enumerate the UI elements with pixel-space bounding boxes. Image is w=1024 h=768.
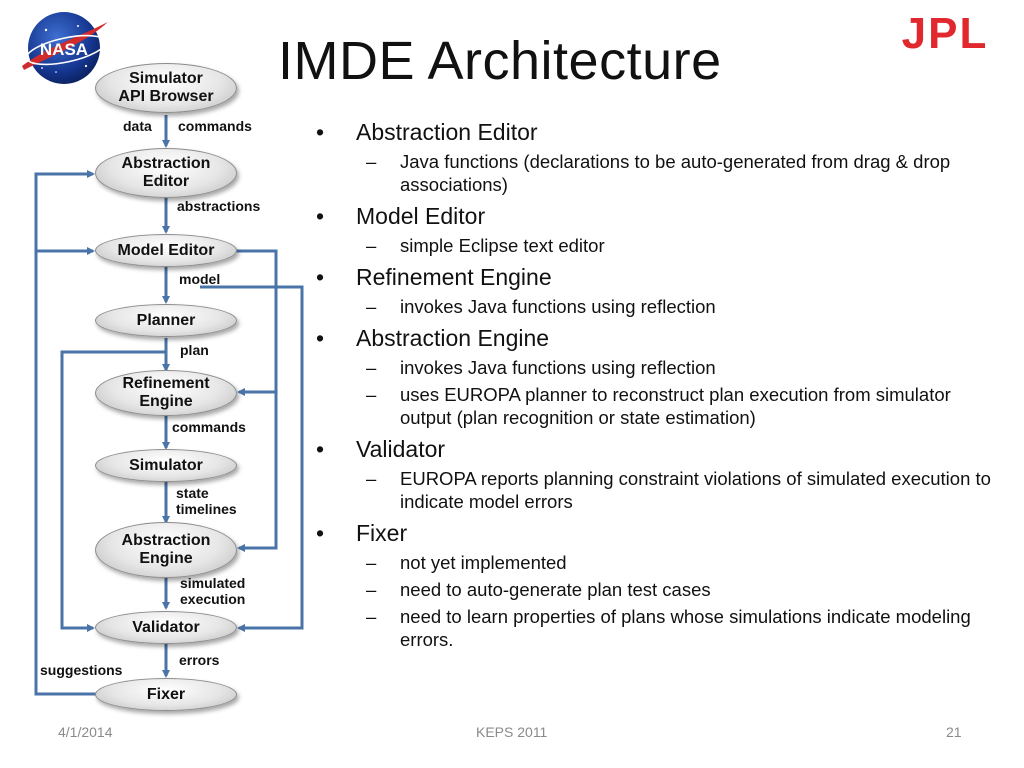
- jpl-logo: JPL: [902, 10, 989, 54]
- sub-bullet-text: not yet implemented: [400, 552, 567, 573]
- node-validator: Validator: [95, 611, 237, 644]
- bullet-model-editor: Model Editor: [312, 202, 1002, 230]
- node-label-line: Abstraction: [121, 532, 211, 549]
- node-label-line: Abstraction: [121, 155, 211, 172]
- dash-glyph: –: [366, 235, 377, 256]
- footer-date: 4/1/2014: [58, 724, 113, 740]
- sub-bullet: – need to learn properties of plans whose…: [312, 605, 1002, 651]
- node-label-line: Simulator: [129, 70, 203, 87]
- footer-center: KEPS 2011: [476, 724, 548, 740]
- sub-bullet: – EUROPA reports planning constraint viol…: [312, 467, 1002, 513]
- node-label-line: Model Editor: [117, 241, 215, 259]
- node-label-line: API Browser: [118, 88, 214, 105]
- edge-label-suggestions: suggestions: [40, 662, 123, 678]
- sub-bullet-text: Java functions (declarations to be auto-…: [400, 151, 951, 195]
- sub-bullet-text: invokes Java functions using reflection: [400, 296, 716, 317]
- arrow-model-to-abstraction-engine: [236, 249, 278, 552]
- nasa-logo: NASA: [22, 12, 108, 84]
- edge-label-data: data: [123, 118, 152, 134]
- sub-bullet-text: need to learn properties of plans whose …: [400, 606, 971, 650]
- sub-bullet: – invokes Java functions using reflection: [312, 295, 1002, 318]
- sub-bullet-text: EUROPA reports planning constraint viola…: [400, 468, 991, 512]
- edge-label-abstractions: abstractions: [177, 198, 261, 214]
- sub-bullet-text: uses EUROPA planner to reconstruct plan …: [400, 384, 951, 428]
- sub-bullet-text: simple Eclipse text editor: [400, 235, 605, 256]
- bullet-abstraction-editor: Abstraction Editor: [312, 118, 1002, 146]
- dash-glyph: –: [366, 384, 377, 405]
- edge-label-line: simulated: [180, 575, 246, 591]
- sub-bullet: – simple Eclipse text editor: [312, 234, 1002, 257]
- arrow-model-to-validator: [200, 285, 304, 632]
- node-model-editor: Model Editor: [95, 234, 237, 267]
- node-label-line: Validator: [132, 618, 200, 636]
- diagram-connectors: [34, 115, 304, 696]
- arrow-plan-to-validator: [60, 350, 166, 632]
- dash-glyph: –: [366, 606, 377, 627]
- sub-bullet-text: need to auto-generate plan test cases: [400, 579, 711, 600]
- node-label-line: Fixer: [146, 685, 186, 703]
- bullet-list: Abstraction Editor – Java functions (decl…: [312, 118, 1002, 651]
- node-label-line: Engine: [139, 550, 193, 567]
- edge-label-commands: commands: [172, 419, 246, 435]
- sub-bullet: – invokes Java functions using reflection: [312, 356, 1002, 379]
- dash-glyph: –: [366, 579, 377, 600]
- dash-glyph: –: [366, 296, 377, 317]
- bullet-validator: Validator: [312, 435, 1002, 463]
- dash-glyph: –: [366, 468, 377, 489]
- bullet-abstraction-engine: Abstraction Engine: [312, 324, 1002, 352]
- edge-label-commands-top: commands: [178, 118, 252, 134]
- sub-bullet: – need to auto-generate plan test cases: [312, 578, 1002, 601]
- node-label-line: Refinement: [122, 375, 210, 392]
- bullet-refinement-engine: Refinement Engine: [312, 263, 1002, 291]
- slide-title: IMDE Architecture: [278, 31, 722, 91]
- sub-bullet: – not yet implemented: [312, 551, 1002, 574]
- arrow-fixer-to-abstraction-editor: [34, 170, 96, 696]
- page-number: 21: [946, 724, 962, 740]
- dash-glyph: –: [366, 552, 377, 573]
- dash-glyph: –: [366, 151, 377, 172]
- edge-label-plan: plan: [180, 342, 209, 358]
- edge-label-line: execution: [180, 591, 246, 607]
- edge-label-line: state: [176, 485, 209, 501]
- edge-label-errors: errors: [179, 652, 220, 668]
- svg-text:JPL: JPL: [902, 10, 989, 54]
- svg-text:NASA: NASA: [40, 40, 88, 59]
- node-label-line: Simulator: [129, 456, 203, 474]
- node-fixer: Fixer: [95, 678, 237, 711]
- edge-label-model: model: [179, 271, 221, 287]
- node-planner: Planner: [95, 304, 237, 337]
- bullet-fixer: Fixer: [312, 519, 1002, 547]
- edge-label-line: timelines: [176, 501, 237, 517]
- sub-bullet: – Java functions (declarations to be auto…: [312, 150, 1002, 196]
- sub-bullet: – uses EUROPA planner to reconstruct plan…: [312, 383, 1002, 429]
- node-label-line: Editor: [142, 173, 190, 190]
- node-label-line: Engine: [139, 393, 193, 410]
- node-label-line: Planner: [136, 311, 196, 329]
- dash-glyph: –: [366, 357, 377, 378]
- node-simulator: Simulator: [95, 449, 237, 482]
- sub-bullet-text: invokes Java functions using reflection: [400, 357, 716, 378]
